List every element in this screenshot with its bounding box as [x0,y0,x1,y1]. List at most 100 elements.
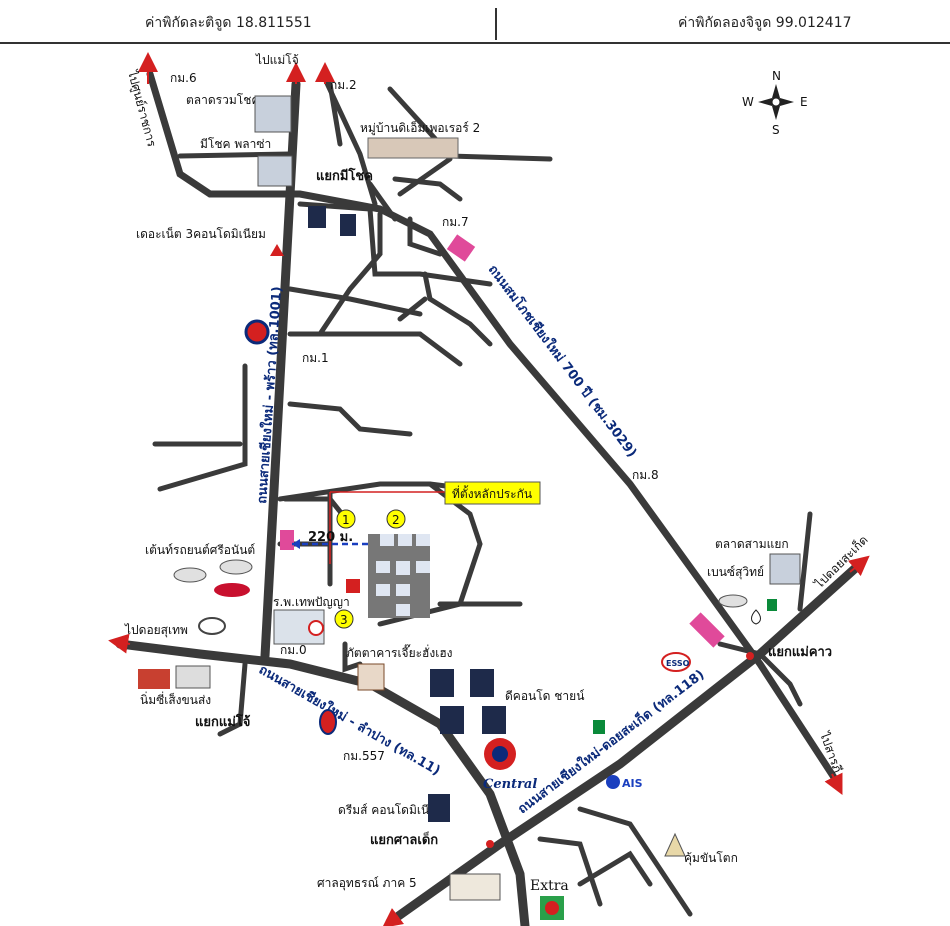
building-pink-icon [689,612,725,648]
building-pink-icon [280,530,294,550]
km1: กม.1 [302,351,329,365]
place-court: ศาลอุทธรณ์ ภาค 5 [317,876,417,891]
village-icon [367,137,459,159]
intersection-meechok: แยกมีโชค [316,167,373,184]
building-pink-icon [446,234,476,262]
esso-label: ESSO [666,659,690,668]
longitude-label: ค่าพิกัดลองจิจูด 99.012417 [678,15,852,31]
km557: กม.557 [343,749,385,763]
condo-icon [470,669,494,697]
place-khum: คุ้มขันโตก [684,851,738,866]
km0: กม.0 [280,643,307,657]
callout-box [444,481,541,505]
dir-to-maejo: ไปแม่โจ้ [255,53,299,67]
km2: กม.2 [330,78,357,92]
car-icon [173,567,207,583]
plot-marker-2 [386,509,406,529]
place-village-em: หมู่บ้านดิเอ็มเพอเรอร์ 2 [360,120,480,136]
minor-roads [152,76,813,917]
mitsubishi-logo [270,244,284,256]
road-700-years [146,70,839,783]
car-icon [214,583,250,597]
header-divider [495,8,497,40]
central-label: Central [483,777,537,792]
extra-label: Extra [530,878,569,894]
place-thenet: เดอะเน็ต 3คอนโดมิเนียม [136,226,266,241]
intersection-maekhao-dot [746,652,754,660]
mazda-logo [198,617,226,635]
collateral-plot: ที่ตั้งหลักประกัน 220 ม. 1 2 3 [292,481,541,629]
latitude-label: ค่าพิกัดละติจูด 18.811551 [145,15,312,31]
place-car-dealer: เต้นท์รถยนต์ศรีอนันต์ [145,543,255,557]
car-icon [718,594,748,608]
lot-grid [346,534,430,618]
place-market-samyaek: ตลาดสามแยก [715,537,789,551]
car-icons [173,559,748,608]
bigc-logo-mark [545,901,559,915]
condo-icon [428,794,450,822]
map-label: 1 [342,513,350,527]
condo-icon [440,706,464,734]
central-logo: Central [483,738,537,792]
direction-arrows [108,52,870,926]
place-truck-depot: นิ่มซี่เส็งขนส่ง [140,691,211,707]
place-benz: เบนซ์สุวิทย์ [707,565,764,580]
compass-w: W [742,95,754,109]
major-roads [115,70,865,926]
brand-logos: ESSO Central AIS Extra [198,244,777,920]
hospital-cross-icon [308,620,324,636]
road-doisaket [385,559,865,926]
compass-rose: N S E W [742,69,808,137]
dir-to-doisuthep: ไปดอยสุเทพ [124,623,188,638]
intersection-saandek-dot [486,840,494,848]
ais-label: AIS [622,777,643,790]
plaza-icon [257,155,293,187]
building-icons [138,95,801,901]
market-samyaek-icon [769,553,801,585]
distance-label: 220 ม. [308,530,353,545]
road-chiangmai-lampang [115,639,530,926]
truck-icon [138,669,170,689]
condo-icon [430,669,454,697]
seven-eleven-logo [593,720,605,734]
place-restaurant: ภัตตาคารเจี๊ยะฮั่งเฮง [346,644,453,660]
bkk-bank-icon [751,609,761,625]
km7: กม.7 [442,215,469,229]
plot-marker-1 [336,509,356,529]
plot-marker-3 [334,609,354,629]
coordinate-header: ค่าพิกัดละติจูด 18.811551 ค่าพิกัดลองจิจ… [0,0,950,44]
intersection-saandek: แยกศาลเด็ก [370,830,438,848]
place-labels: ตลาดรวมโชค มีโชค พลาซ่า หมู่บ้านดิเอ็มเพ… [136,93,789,891]
ptt-logo [319,709,337,735]
place-dream-condo: ดรีมส์ คอนโดมิเนียม [338,803,444,817]
place-condo-chai: ดีคอนโด ชายน์ [505,689,585,703]
condo-icon [308,206,326,228]
intersection-maejo: แยกแม่โจ้ [195,713,250,730]
location-map[interactable]: N S E W ถนนสายเชียงใหม่ - พร้าว (ทล.1001… [0,44,950,926]
caltex-logo [244,319,270,345]
market-icon [254,95,292,133]
court-icon [449,873,501,901]
km6: กม.6 [170,71,197,85]
restaurant-icon [357,663,385,691]
car-icon [219,559,253,575]
condo-icon [482,706,506,734]
khum-icon [664,832,686,857]
truck-icon [175,665,211,689]
compass-n: N [772,69,781,83]
esso-logo [661,652,691,672]
km-markers: กม.6 กม.2 กม.7 กม.1 กม.8 กม.0 กม.557 [170,71,659,763]
map-label: 2 [392,513,400,527]
km8: กม.8 [632,468,659,482]
place-meechok-plaza: มีโชค พลาซ่า [200,137,271,151]
intersection-maekhao: แยกแม่คาว [768,645,832,660]
road-label-700: ถนนสมโภชเชียงใหม่ 700 ปี (ชม.3029) [485,261,641,460]
map-label: 3 [340,613,348,627]
ais-logo [606,775,620,789]
compass-s: S [772,123,780,137]
callout-text: ที่ตั้งหลักประกัน [452,485,532,501]
road-label-doisaket: ถนนสายเชียงใหม่-ดอยสะเก็ด (ทล.118) [514,665,708,817]
place-hospital: ร.พ.เทพปัญญา [273,595,350,609]
place-market-ruamchok: ตลาดรวมโชค [186,93,259,107]
condo-icon [340,214,356,236]
